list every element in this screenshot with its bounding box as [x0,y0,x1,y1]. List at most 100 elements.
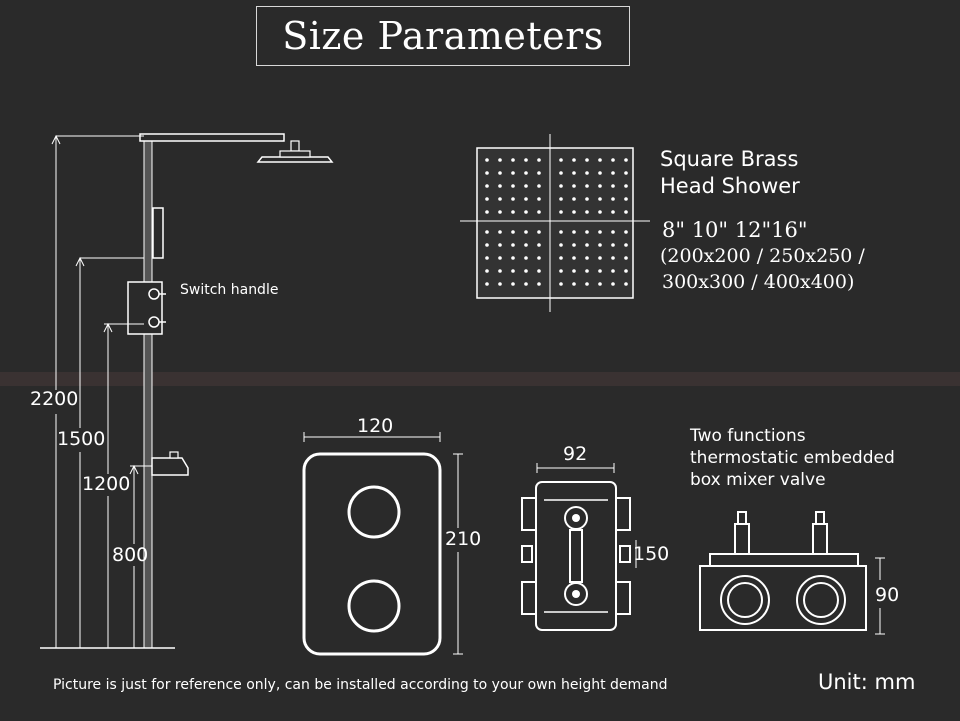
nozzle-dot [498,158,502,162]
shower-arm [139,133,285,142]
nozzle-dot [485,210,489,214]
valve-height-label: 150 [633,543,670,565]
nozzle-dot [559,230,563,234]
height-dim-1200 [103,322,144,648]
nozzle-dot [572,243,576,247]
nozzle-dot [537,197,541,201]
nozzle-dot [585,184,589,188]
nozzle-dot [624,158,628,162]
height-800-label: 800 [112,544,149,566]
nozzle-dot [537,184,541,188]
nozzle-dot [611,210,615,214]
mixer-label-line1: Two functions [690,426,806,446]
nozzle-dot [485,243,489,247]
nozzle-dot [572,269,576,273]
nozzle-dot [537,243,541,247]
nozzle-dot [585,282,589,286]
trim-plate [302,432,463,656]
nozzle-dot [572,256,576,260]
nozzle-dot [624,269,628,273]
shower-head-name-line1: Square Brass [660,147,799,171]
nozzle-dot [598,243,602,247]
nozzle-dot [624,184,628,188]
nozzle-dot [524,171,528,175]
nozzle-dot [485,158,489,162]
nozzle-dot [559,184,563,188]
nozzle-dot [511,197,515,201]
height-2200-label: 2200 [30,388,79,410]
title-box: Size Parameters [256,6,630,66]
nozzle-dot [524,230,528,234]
wall [143,135,153,649]
nozzle-dot [511,158,515,162]
nozzle-dot [624,197,628,201]
nozzle-dot [537,171,541,175]
shower-head-name-line2: Head Shower [660,174,800,198]
nozzle-dot [511,269,515,273]
panel-height-label: 210 [445,528,482,550]
nozzle-dot [572,184,576,188]
nozzle-dot [598,210,602,214]
mixer-height-label: 90 [875,584,900,606]
nozzle-dot [611,256,615,260]
nozzle-dot [511,282,515,286]
nozzle-dot [559,158,563,162]
nozzle-dot [524,184,528,188]
height-dim-1500 [75,256,144,648]
nozzle-dot [498,184,502,188]
nozzle-dot [537,256,541,260]
nozzle-dot [498,230,502,234]
nozzle-dot [598,256,602,260]
nozzle-dot [598,230,602,234]
valve-width-label: 92 [563,443,588,465]
nozzle-dot [485,256,489,260]
nozzle-dot [624,282,628,286]
switch-handle-label: Switch handle [180,282,279,298]
nozzle-dot [585,230,589,234]
nozzle-dot [524,282,528,286]
nozzle-dot [572,197,576,201]
nozzle-dot [598,184,602,188]
nozzle-dot [585,171,589,175]
nozzle-dot [572,210,576,214]
mixer-label-line3: box mixer valve [690,470,826,490]
nozzle-dot [559,171,563,175]
shower-head-side [256,156,334,163]
nozzle-dot [498,269,502,273]
nozzle-dot [485,282,489,286]
nozzle-dot [585,210,589,214]
page-title: Size Parameters [282,14,604,58]
nozzle-dot [598,197,602,201]
nozzle-dot [585,256,589,260]
nozzle-dot [559,243,563,247]
nozzle-dot [611,269,615,273]
nozzle-dot [624,210,628,214]
shower-head-sizes-mm-line2: 300x300 / 400x400) [662,271,855,293]
nozzle-dot [572,158,576,162]
square-head-shower-top-view [460,134,650,312]
nozzle-dot [559,197,563,201]
mixer-label-line2: thermostatic embedded [690,448,895,468]
nozzle-dot [585,243,589,247]
nozzle-dot [624,230,628,234]
height-1200-label: 1200 [82,473,131,495]
nozzle-dot [598,158,602,162]
nozzle-dot [611,230,615,234]
nozzle-dot [559,210,563,214]
nozzle-dot [498,282,502,286]
nozzle-dot [585,197,589,201]
nozzle-dot [524,158,528,162]
nozzle-dot [524,197,528,201]
nozzle-dot [611,282,615,286]
footer-note: Picture is just for reference only, can … [53,677,668,693]
nozzle-dot [524,256,528,260]
nozzle-dot [585,158,589,162]
nozzle-dot [624,243,628,247]
nozzle-dot [537,158,541,162]
nozzle-dot [611,158,615,162]
height-1500-label: 1500 [57,428,106,450]
valve-body [521,463,637,631]
nozzle-dot [624,171,628,175]
nozzle-dot [511,230,515,234]
